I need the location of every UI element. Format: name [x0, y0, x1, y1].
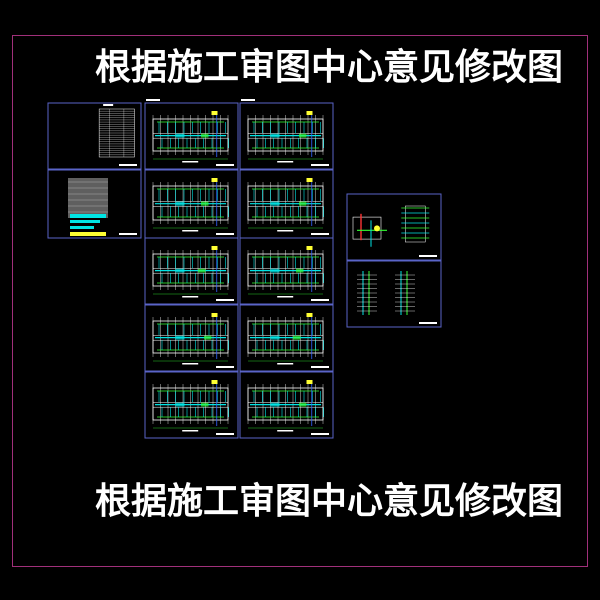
- drawing-sheet-10: [239, 304, 334, 372]
- sheet-label-mark: [241, 99, 255, 101]
- drawing-frame: [12, 35, 588, 567]
- drawing-sheet-9: [144, 304, 239, 372]
- drawing-sheet-1: [47, 102, 142, 170]
- drawing-sheet-11: [144, 371, 239, 439]
- footer-caption: 根据施工审图中心意见修改图: [95, 481, 564, 522]
- drawing-sheet-7: [144, 237, 239, 305]
- header-caption: 根据施工审图中心意见修改图: [95, 47, 564, 88]
- drawing-sheet-2: [144, 102, 239, 170]
- drawing-sheet-12: [239, 371, 334, 439]
- drawing-sheet-14: [346, 260, 442, 328]
- drawing-sheet-8: [239, 237, 334, 305]
- sheet-label-mark: [146, 99, 160, 101]
- drawing-sheet-5: [144, 169, 239, 239]
- drawing-sheet-13: [346, 193, 442, 261]
- drawing-sheet-6: [239, 169, 334, 239]
- drawing-sheet-3: [239, 102, 334, 170]
- drawing-sheet-4: [47, 169, 142, 239]
